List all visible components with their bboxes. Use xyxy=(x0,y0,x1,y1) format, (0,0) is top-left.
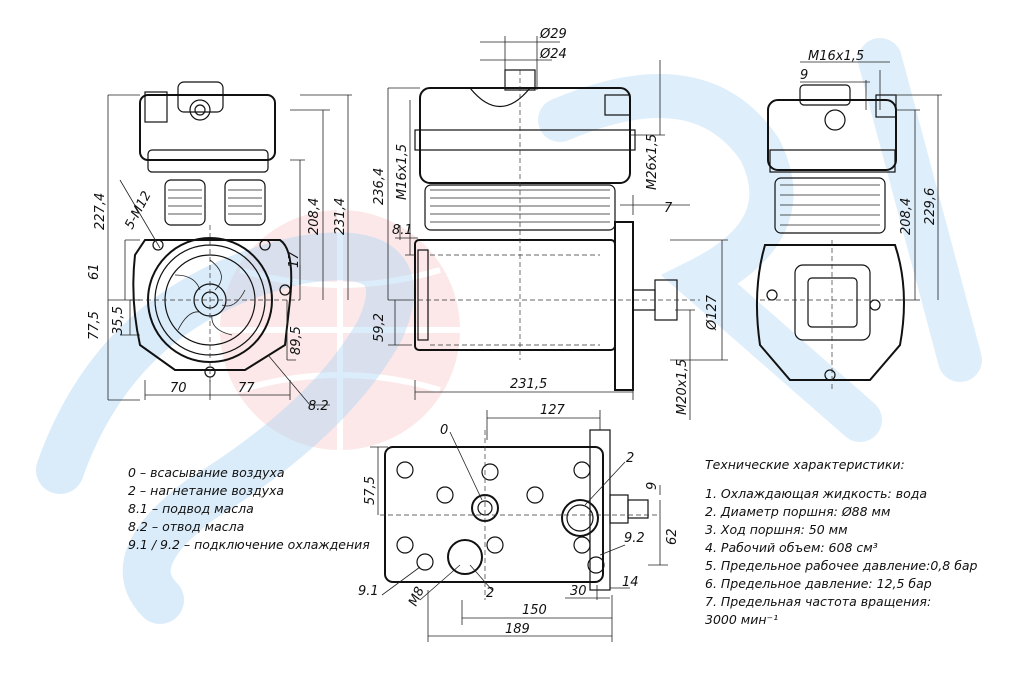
top-view xyxy=(370,410,668,642)
dim-231-4: 231,4 xyxy=(333,198,348,235)
tech-specs: Технические характеристики: 1. Охлаждающ… xyxy=(705,457,978,627)
top-body xyxy=(384,446,604,583)
top-port-2b xyxy=(447,539,483,575)
right-view xyxy=(755,61,942,390)
dim-208-4: 208,4 xyxy=(307,198,322,235)
spec-item-2: 2. Диаметр поршня: Ø88 мм xyxy=(705,504,890,519)
dim-35-5: 35,5 xyxy=(111,306,126,335)
label-port-9-1: 9.1 xyxy=(358,584,379,599)
legend-item-8-1: 8.1 – подвод масла xyxy=(128,501,254,516)
spec-item-7-value: 3000 мин⁻¹ xyxy=(705,612,778,627)
side-head xyxy=(419,87,631,184)
dim-m8: M8 xyxy=(406,585,428,609)
watermark-swoosh-r xyxy=(538,74,882,442)
spec-item-1: 1. Охлаждающая жидкость: вода xyxy=(705,486,927,501)
top-port-9-1 xyxy=(416,553,434,571)
port-legend: 0 – всасывание воздуха 2 – нагнетание во… xyxy=(128,465,370,552)
spec-item-7: 7. Предельная частота вращения: xyxy=(705,594,931,609)
dim-9-right: 9 xyxy=(800,68,808,83)
top-port-2 xyxy=(561,499,599,537)
front-head xyxy=(139,94,276,161)
top-view-dims: 127 0 2 9 57,5 62 9.2 9.1 M8 2 30 14 150… xyxy=(358,403,680,637)
side-view-dims: Ø29 Ø24 236,4 M16x1,5 M26x1,5 7 8.1 59,2… xyxy=(372,27,720,415)
spec-item-6: 6. Предельное давление: 12,5 бар xyxy=(705,576,932,591)
dim-8-1: 8.1 xyxy=(392,223,413,238)
right-flange xyxy=(755,244,905,381)
dim-17: 17 xyxy=(287,251,302,268)
dim-m16x1-5-right: M16x1,5 xyxy=(808,49,864,64)
label-port-2-bottom: 2 xyxy=(486,586,494,601)
dim-m16x1-5-side: M16x1,5 xyxy=(395,144,410,200)
side-view xyxy=(387,36,728,420)
dim-77-5: 77,5 xyxy=(87,311,102,340)
dim-229-6: 229,6 xyxy=(923,188,938,225)
dim-236-4: 236,4 xyxy=(372,168,387,205)
dim-14: 14 xyxy=(622,575,639,590)
dim-d24: Ø24 xyxy=(539,47,567,62)
specs-title: Технические характеристики: xyxy=(705,457,905,472)
spec-item-4: 4. Рабочий объем: 608 см³ xyxy=(705,540,878,555)
watermark-swoosh-s xyxy=(36,232,414,624)
legend-item-8-2: 8.2 – отвод масла xyxy=(128,519,244,534)
right-head xyxy=(767,99,897,171)
label-port-9-2: 9.2 xyxy=(624,531,645,546)
dim-9-top: 9 xyxy=(645,482,660,490)
dim-m20x1-5: M20x1,5 xyxy=(675,359,690,415)
dim-70: 70 xyxy=(170,381,187,396)
dim-m26x1-5: M26x1,5 xyxy=(645,134,660,190)
front-pulley-spokes xyxy=(174,259,246,336)
dim-30: 30 xyxy=(570,584,587,599)
dim-231-5: 231,5 xyxy=(510,377,547,392)
watermark xyxy=(36,38,982,624)
dim-61: 61 xyxy=(87,263,102,280)
legend-item-2: 2 – нагнетание воздуха xyxy=(128,483,284,498)
dim-189: 189 xyxy=(505,622,530,637)
legend-item-9: 9.1 / 9.2 – подключение охлаждения xyxy=(128,537,370,552)
top-port-9-2 xyxy=(587,556,605,574)
dim-5-m12: 5-M12 xyxy=(122,189,154,232)
spec-item-3: 3. Ход поршня: 50 мм xyxy=(705,522,848,537)
dim-d29: Ø29 xyxy=(539,27,567,42)
dim-59-2: 59,2 xyxy=(372,313,387,342)
spec-item-5: 5. Предельное рабочее давление:0,8 бар xyxy=(705,558,978,573)
front-fins xyxy=(164,179,266,226)
dim-d127: Ø127 xyxy=(705,294,720,331)
dim-89-5: 89,5 xyxy=(289,326,304,355)
label-port-2-top: 2 xyxy=(626,451,634,466)
front-view xyxy=(107,81,352,406)
watermark-swoosh-l xyxy=(858,38,982,382)
dim-57-5: 57,5 xyxy=(363,476,378,505)
side-flange xyxy=(614,221,634,391)
dim-150: 150 xyxy=(522,603,547,618)
dim-77: 77 xyxy=(238,381,255,396)
dim-227-4: 227,4 xyxy=(93,193,108,230)
right-view-dims: M16x1,5 9 208,4 229,6 xyxy=(800,49,938,235)
dim-208-4-right: 208,4 xyxy=(899,198,914,235)
dim-7: 7 xyxy=(664,201,673,216)
label-port-0: 0 xyxy=(440,423,448,438)
dim-127: 127 xyxy=(540,403,566,418)
dim-8-2: 8.2 xyxy=(308,399,329,414)
legend-item-0: 0 – всасывание воздуха xyxy=(128,465,285,480)
dim-62: 62 xyxy=(665,528,680,545)
watermark-globe-lines xyxy=(220,210,460,450)
